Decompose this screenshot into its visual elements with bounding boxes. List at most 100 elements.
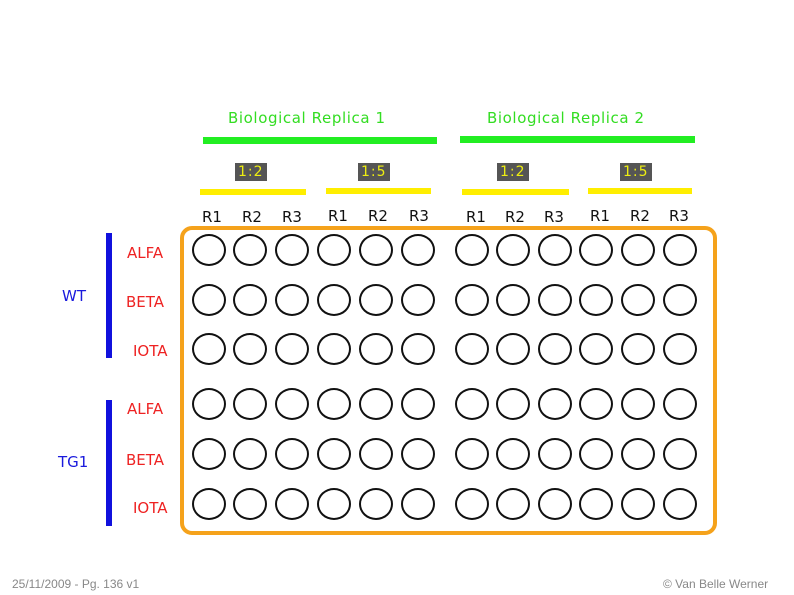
replicate-label: R2 xyxy=(505,208,525,226)
group-bar-tg1 xyxy=(106,400,112,526)
well xyxy=(233,284,267,316)
replicate-label: R2 xyxy=(368,207,388,225)
well xyxy=(233,234,267,266)
replicate-label: R2 xyxy=(242,208,262,226)
dilution-bar-r1-1 xyxy=(200,189,306,195)
well xyxy=(579,438,613,470)
well xyxy=(455,234,489,266)
replicate-label: R1 xyxy=(328,207,348,225)
well xyxy=(496,234,530,266)
well xyxy=(496,488,530,520)
replica-bar-1 xyxy=(203,137,437,144)
replica-title-1: Biological Replica 1 xyxy=(228,109,386,127)
well xyxy=(579,333,613,365)
dilution-bar-r2-2 xyxy=(588,188,692,194)
replicate-label: R3 xyxy=(409,207,429,225)
replicate-label: R3 xyxy=(544,208,564,226)
well xyxy=(233,488,267,520)
well xyxy=(663,388,697,420)
footer-left: 25/11/2009 - Pg. 136 v1 xyxy=(12,577,140,591)
well xyxy=(275,284,309,316)
well xyxy=(496,333,530,365)
well xyxy=(621,234,655,266)
well xyxy=(621,438,655,470)
well xyxy=(359,333,393,365)
replica-bar-2 xyxy=(460,136,695,143)
well xyxy=(233,438,267,470)
gene-label: IOTA xyxy=(133,499,168,517)
well xyxy=(192,284,226,316)
well xyxy=(538,333,572,365)
well xyxy=(317,488,351,520)
gene-label: BETA xyxy=(126,451,165,469)
replicate-label: R1 xyxy=(590,207,610,225)
well xyxy=(192,488,226,520)
well xyxy=(538,438,572,470)
group-label-tg1: TG1 xyxy=(58,453,89,471)
well xyxy=(401,438,435,470)
well xyxy=(233,388,267,420)
well xyxy=(496,438,530,470)
replicate-label: R1 xyxy=(202,208,222,226)
well xyxy=(663,284,697,316)
well xyxy=(401,234,435,266)
well xyxy=(233,333,267,365)
group-bar-wt xyxy=(106,233,112,358)
well xyxy=(317,438,351,470)
dilution-bar-r1-2 xyxy=(326,188,431,194)
well xyxy=(496,388,530,420)
well xyxy=(275,388,309,420)
well xyxy=(455,333,489,365)
dilution-label-r1-1: 1:2 xyxy=(235,163,267,181)
replicate-label: R3 xyxy=(669,207,689,225)
gene-label: ALFA xyxy=(127,400,164,418)
well xyxy=(579,284,613,316)
dilution-label-r2-1: 1:2 xyxy=(497,163,529,181)
well xyxy=(455,284,489,316)
group-label-wt: WT xyxy=(62,287,86,305)
well xyxy=(538,234,572,266)
replicate-label: R1 xyxy=(466,208,486,226)
well xyxy=(359,234,393,266)
footer-right: © Van Belle Werner xyxy=(663,577,769,591)
well xyxy=(455,438,489,470)
gene-label: IOTA xyxy=(133,342,168,360)
replica-title-2: Biological Replica 2 xyxy=(487,109,645,127)
well xyxy=(663,234,697,266)
well xyxy=(496,284,530,316)
well-plate xyxy=(180,226,717,535)
well xyxy=(663,438,697,470)
dilution-label-r1-2: 1:5 xyxy=(358,163,390,181)
well xyxy=(621,488,655,520)
well xyxy=(663,333,697,365)
well xyxy=(192,333,226,365)
well xyxy=(621,333,655,365)
well xyxy=(192,388,226,420)
well xyxy=(579,388,613,420)
well xyxy=(621,388,655,420)
well xyxy=(192,234,226,266)
well xyxy=(275,333,309,365)
well xyxy=(359,284,393,316)
well xyxy=(317,388,351,420)
well xyxy=(579,488,613,520)
gene-label: BETA xyxy=(126,293,165,311)
well xyxy=(359,488,393,520)
well xyxy=(359,388,393,420)
dilution-bar-r2-1 xyxy=(462,189,569,195)
gene-label: ALFA xyxy=(127,244,164,262)
well xyxy=(538,488,572,520)
well xyxy=(401,284,435,316)
well xyxy=(275,488,309,520)
well xyxy=(455,488,489,520)
well xyxy=(538,388,572,420)
well xyxy=(455,388,489,420)
dilution-label-r2-2: 1:5 xyxy=(620,163,652,181)
well xyxy=(401,488,435,520)
replicate-label: R2 xyxy=(630,207,650,225)
well xyxy=(579,234,613,266)
well xyxy=(621,284,655,316)
replicate-label: R3 xyxy=(282,208,302,226)
well xyxy=(275,234,309,266)
well xyxy=(359,438,393,470)
